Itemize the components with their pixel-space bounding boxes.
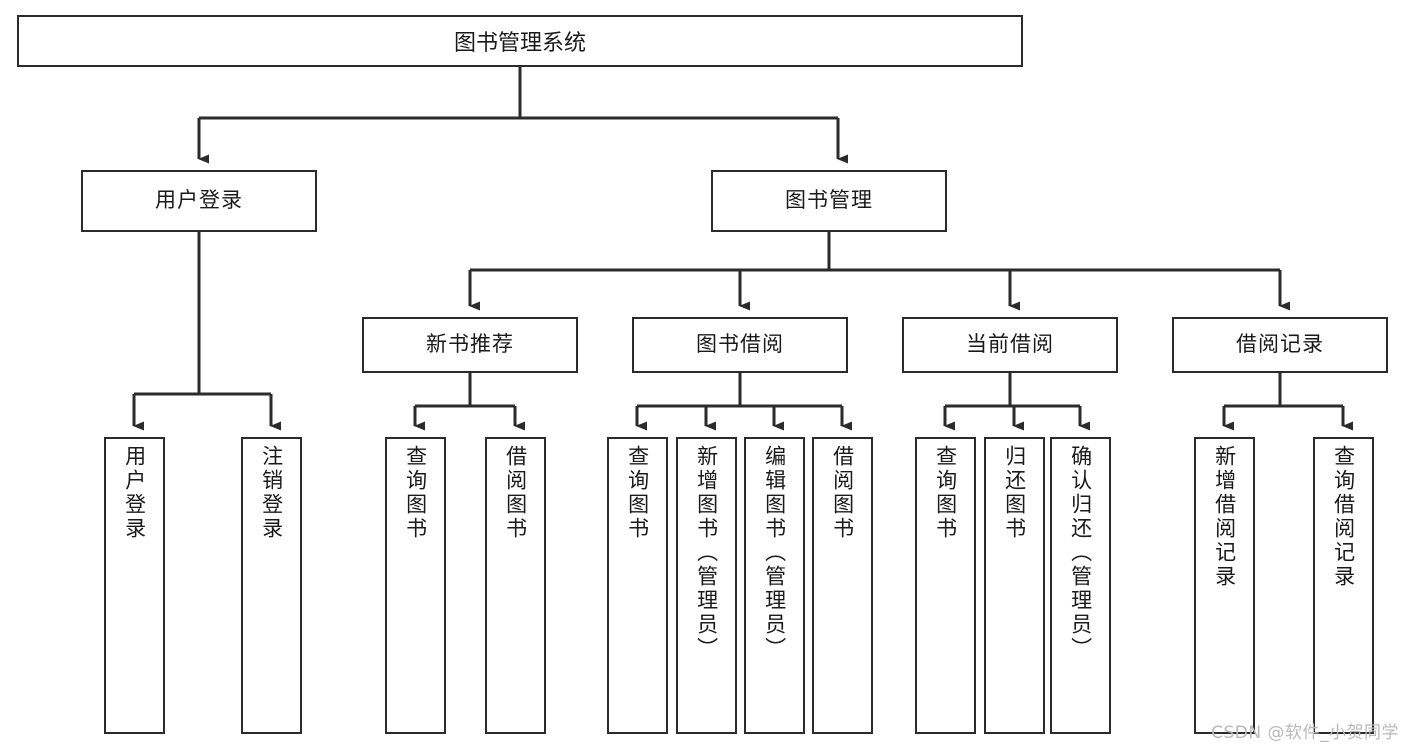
node-new-book-recommend[interactable]: 新书推荐 [362, 317, 578, 373]
node-label: 查询借阅记录 [1331, 445, 1356, 589]
node-label: 当前借阅 [966, 332, 1054, 357]
node-label: 查询图书 [403, 445, 428, 541]
node-label: 查询图书 [933, 445, 958, 541]
leaf-book-borrow-query-book[interactable]: 查询图书 [607, 437, 668, 734]
leaf-borrow-record-query-record[interactable]: 查询借阅记录 [1313, 437, 1374, 734]
leaf-new-book-query-book[interactable]: 查询图书 [385, 437, 446, 734]
node-book-management[interactable]: 图书管理 [711, 170, 947, 232]
leaf-borrow-record-add-record[interactable]: 新增借阅记录 [1194, 437, 1255, 734]
leaf-current-borrow-return-book[interactable]: 归还图书 [984, 437, 1045, 734]
node-label: 查询图书 [625, 445, 650, 541]
leaf-new-book-borrow-book[interactable]: 借阅图书 [485, 437, 546, 734]
node-label: 图书借阅 [696, 332, 784, 357]
leaf-book-borrow-edit-book-admin[interactable]: 编辑图书（管理员） [744, 437, 805, 734]
leaf-user-login-logout[interactable]: 注销登录 [241, 437, 302, 734]
node-label: 图书管理 [785, 188, 873, 213]
node-label: 确认归还（管理员） [1068, 445, 1093, 661]
node-root-library-system[interactable]: 图书管理系统 [17, 15, 1023, 67]
node-book-borrow[interactable]: 图书借阅 [632, 317, 848, 373]
node-label: 用户登录 [122, 445, 147, 541]
node-current-borrow[interactable]: 当前借阅 [902, 317, 1118, 373]
node-label: 用户登录 [155, 188, 243, 213]
node-label: 归还图书 [1002, 445, 1027, 541]
leaf-book-borrow-add-book-admin[interactable]: 新增图书（管理员） [676, 437, 737, 734]
node-label: 新书推荐 [426, 332, 514, 357]
leaf-current-borrow-confirm-return-admin[interactable]: 确认归还（管理员） [1050, 437, 1111, 734]
node-label: 新增图书（管理员） [694, 445, 719, 661]
node-user-login[interactable]: 用户登录 [81, 170, 317, 232]
leaf-current-borrow-query-book[interactable]: 查询图书 [915, 437, 976, 734]
node-label: 借阅图书 [830, 445, 855, 541]
leaf-book-borrow-borrow-book[interactable]: 借阅图书 [812, 437, 873, 734]
node-label: 借阅记录 [1236, 332, 1324, 357]
node-label: 图书管理系统 [453, 31, 586, 56]
leaf-user-login-login[interactable]: 用户登录 [104, 437, 165, 734]
node-borrow-record[interactable]: 借阅记录 [1172, 317, 1388, 373]
node-label: 编辑图书（管理员） [762, 445, 787, 661]
node-label: 注销登录 [259, 445, 284, 541]
node-label: 新增借阅记录 [1212, 445, 1237, 589]
node-label: 借阅图书 [503, 445, 528, 541]
